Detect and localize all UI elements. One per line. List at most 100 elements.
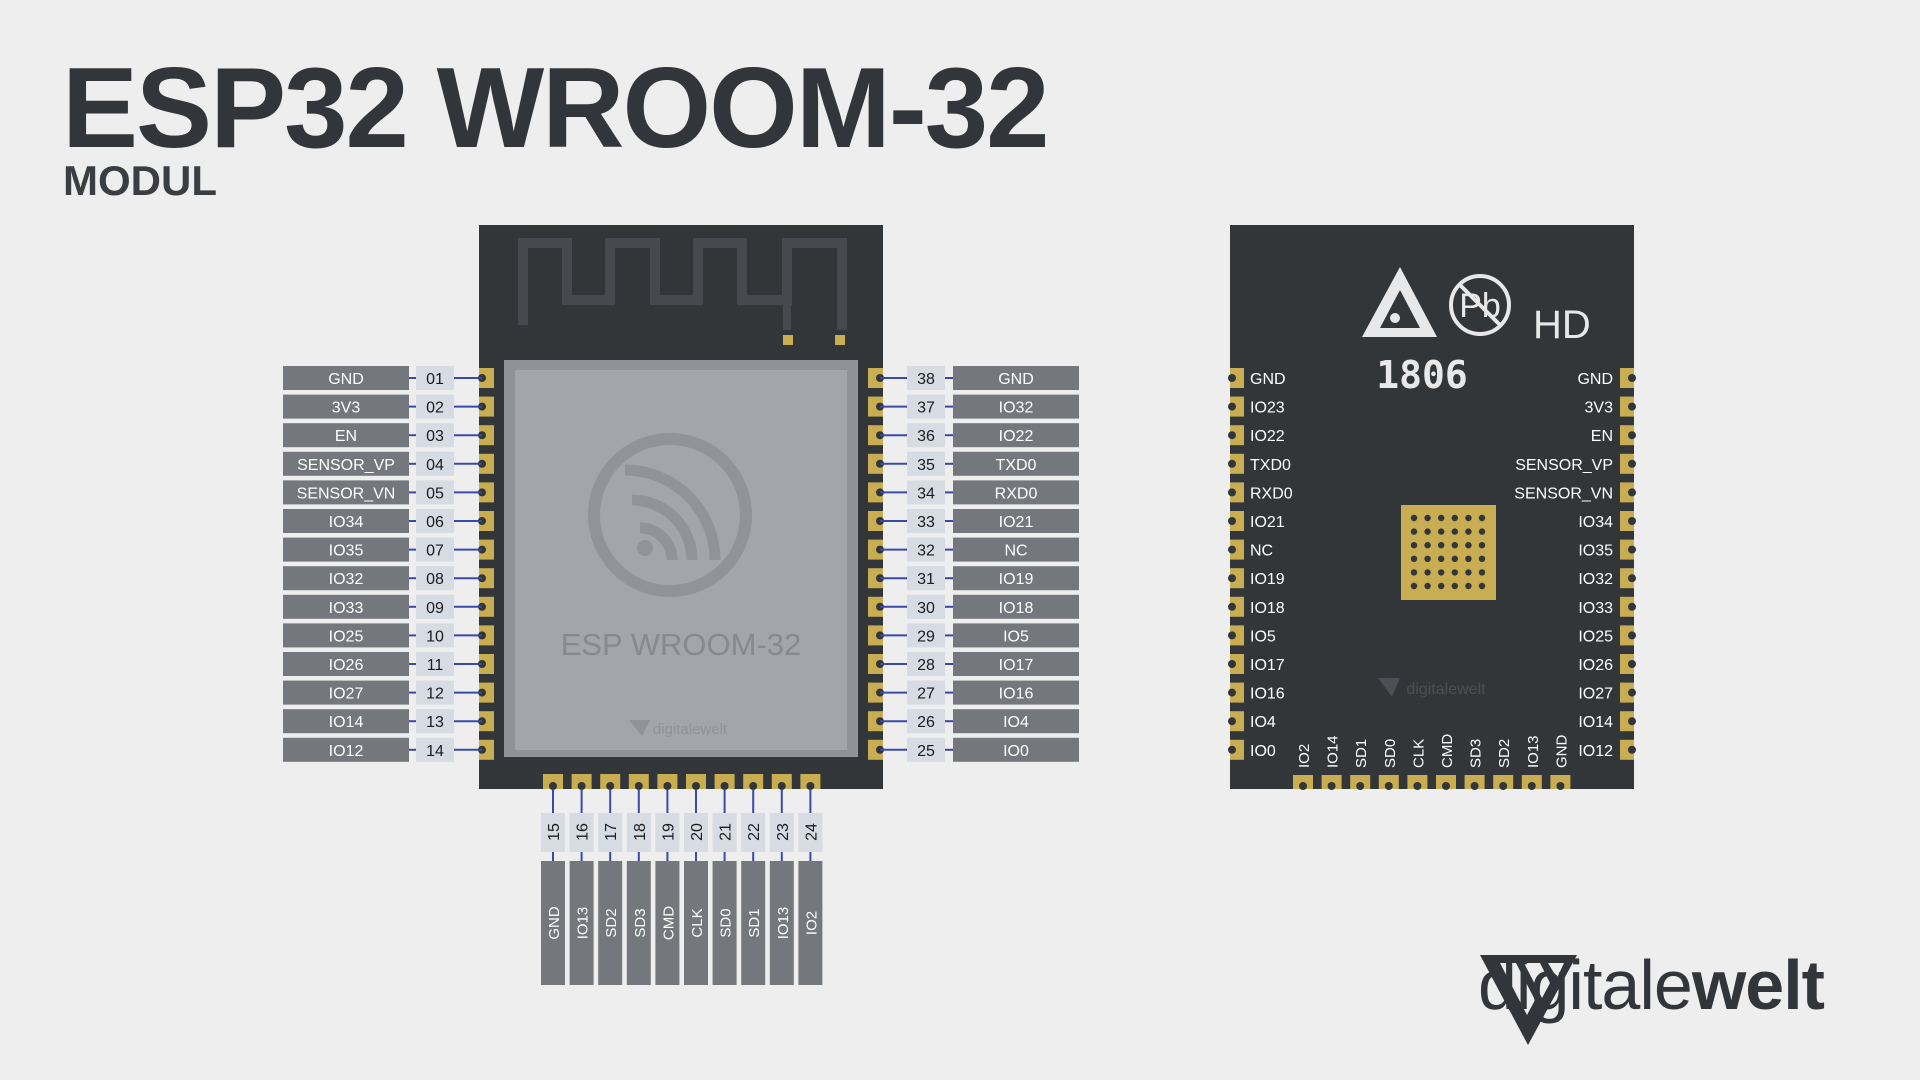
back-pad-right bbox=[1620, 396, 1634, 417]
pin-name-box bbox=[283, 737, 409, 762]
back-pin-name: IO17 bbox=[1250, 657, 1285, 674]
back-pin-name: SD1 bbox=[1353, 739, 1370, 768]
pin-number-box bbox=[769, 813, 794, 852]
via-dot bbox=[1451, 569, 1459, 576]
pin-name-box bbox=[283, 566, 409, 591]
via-dot bbox=[1478, 555, 1486, 562]
pad-bottom bbox=[657, 774, 678, 789]
pin-name: SD3 bbox=[632, 908, 649, 937]
pin-number: 10 bbox=[426, 628, 444, 645]
back-pad-left bbox=[1230, 511, 1244, 531]
pin-number: 14 bbox=[426, 743, 444, 760]
back-pad-left bbox=[1230, 625, 1244, 646]
back-pad-left-hole bbox=[1228, 717, 1236, 726]
back-pad-bottom-hole bbox=[1556, 782, 1565, 790]
pin-name-box bbox=[684, 861, 708, 985]
via-dot bbox=[1424, 555, 1431, 562]
pad-right bbox=[868, 453, 883, 474]
via-dot bbox=[1424, 514, 1431, 522]
back-pin-name: IO33 bbox=[1578, 600, 1613, 617]
back-pad-right-hole bbox=[1628, 545, 1636, 554]
pin-number-box bbox=[907, 509, 945, 533]
back-date-code: 1806 bbox=[1376, 353, 1468, 397]
pin-name-box bbox=[626, 861, 651, 985]
back-pin-name: IO34 bbox=[1578, 514, 1613, 531]
page-title: ESP32 WROOM-32 bbox=[62, 45, 1050, 172]
back-pad-right bbox=[1620, 511, 1634, 531]
pad-right bbox=[868, 396, 883, 417]
pin-number: 17 bbox=[603, 823, 620, 841]
pad-left bbox=[479, 368, 494, 388]
pin-number: 23 bbox=[775, 823, 792, 841]
pad-left bbox=[479, 596, 494, 617]
pin-number: 37 bbox=[917, 400, 935, 417]
back-pad-right bbox=[1620, 539, 1634, 560]
pin-name: EN bbox=[335, 428, 357, 445]
via-dot bbox=[1465, 528, 1472, 535]
back-pad-left-hole bbox=[1228, 374, 1236, 382]
pin-name-box bbox=[283, 709, 409, 734]
pin-name-box bbox=[283, 366, 409, 390]
pin-number: 03 bbox=[426, 428, 444, 445]
back-pad-bottom-hole bbox=[1356, 782, 1365, 790]
pin-number-box bbox=[907, 594, 945, 619]
pad-bottom-hole bbox=[549, 782, 557, 790]
pad-bottom bbox=[714, 774, 735, 789]
pin-number-box bbox=[416, 366, 454, 390]
pin-number: 07 bbox=[426, 543, 444, 560]
back-pin-name: SD3 bbox=[1468, 739, 1485, 768]
brand-logo: digitalewelt bbox=[1478, 950, 1825, 1020]
via-dot bbox=[1438, 569, 1445, 576]
via-dot bbox=[1424, 569, 1431, 576]
via-dot bbox=[1478, 542, 1486, 549]
pin-number-box bbox=[907, 537, 945, 562]
back-pin-name: IO12 bbox=[1578, 743, 1613, 760]
pin-number-box bbox=[416, 394, 454, 419]
pin-name: IO0 bbox=[1003, 743, 1029, 760]
back-pin-name: IO32 bbox=[1578, 571, 1613, 588]
pin-number-box bbox=[907, 366, 945, 390]
back-pad-bottom-hole bbox=[1527, 782, 1536, 790]
antenna-pad bbox=[783, 335, 793, 345]
back-pad-left-hole bbox=[1228, 660, 1236, 668]
back-pin-name: IO22 bbox=[1250, 428, 1285, 445]
pin-name: IO26 bbox=[329, 657, 364, 674]
back-pad-right bbox=[1620, 482, 1634, 503]
back-pad-right bbox=[1620, 739, 1634, 760]
back-pad-left-hole bbox=[1228, 631, 1236, 640]
pin-number: 01 bbox=[426, 371, 444, 388]
pad-left bbox=[479, 682, 494, 703]
via-dot bbox=[1424, 582, 1431, 590]
pin-number-box bbox=[741, 813, 766, 852]
pad-right bbox=[868, 654, 883, 674]
pin-name-box bbox=[655, 861, 680, 985]
back-pad-left bbox=[1230, 453, 1244, 474]
back-pad-right-hole bbox=[1628, 517, 1636, 525]
back-pad-right-hole bbox=[1628, 374, 1636, 382]
pin-number: 08 bbox=[426, 571, 444, 588]
pin-name-box bbox=[953, 566, 1079, 591]
pin-name-box bbox=[283, 680, 409, 705]
back-pad-left bbox=[1230, 682, 1244, 703]
back-pin-name: IO14 bbox=[1578, 714, 1613, 731]
esd-warning-icon bbox=[1362, 267, 1437, 337]
pin-name: IO12 bbox=[329, 743, 364, 760]
back-left-labels: GNDIO23IO22TXD0RXD0IO21NCIO19IO18IO5IO17… bbox=[1250, 371, 1293, 760]
pad-bottom bbox=[571, 774, 592, 789]
pin-name-box bbox=[953, 537, 1079, 562]
via-dot bbox=[1465, 582, 1472, 590]
pad-bottom bbox=[771, 774, 792, 789]
pad-left bbox=[479, 539, 494, 560]
pin-number: 05 bbox=[426, 485, 444, 502]
back-pin-name: IO27 bbox=[1578, 686, 1613, 703]
via-dot bbox=[1465, 555, 1472, 562]
back-pad-left bbox=[1230, 739, 1244, 760]
pin-number: 36 bbox=[917, 428, 935, 445]
back-pad-right-hole bbox=[1628, 459, 1636, 468]
pad-bottom bbox=[543, 774, 563, 789]
back-pads bbox=[1228, 368, 1636, 790]
back-pad-right-hole bbox=[1628, 602, 1636, 611]
